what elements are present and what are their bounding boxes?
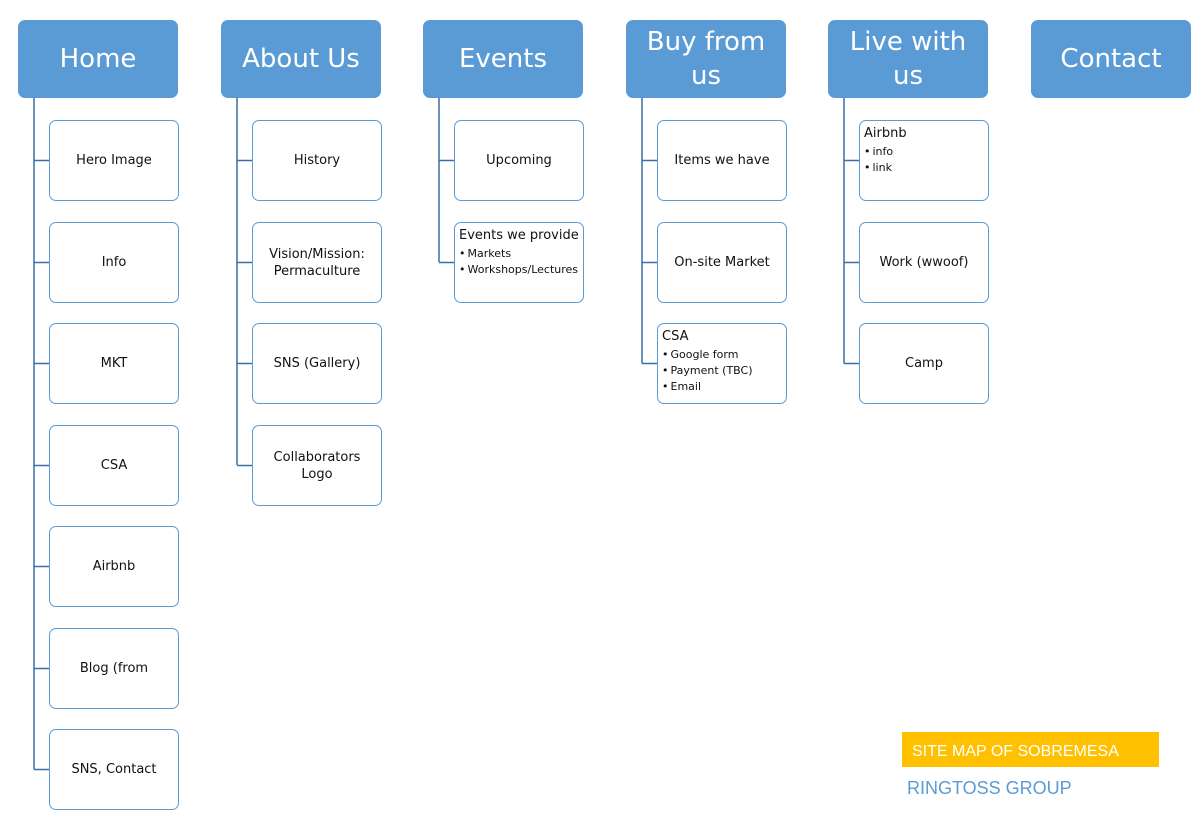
page-history: History — [252, 120, 382, 201]
category-events: Events — [423, 20, 583, 98]
page-airbnb: Airbnb infolink — [859, 120, 989, 201]
category-about-us: About Us — [221, 20, 381, 98]
page-title: CSA — [662, 329, 689, 344]
page-csa: CSA — [49, 425, 179, 506]
page-vision-mission-permaculture: Vision/Mission: Permaculture — [252, 222, 382, 303]
page-mkt: MKT — [49, 323, 179, 404]
bullet-item: link — [864, 160, 984, 176]
bullet-item: Email — [662, 379, 782, 395]
page-events-we-provide: Events we provideMarketsWorkshops/Lectur… — [454, 222, 584, 303]
page-upcoming: Upcoming — [454, 120, 584, 201]
page-bullet-list: Google formPayment (TBC)Email — [662, 347, 782, 395]
site-map-title-banner: SITE MAP OF SOBREMESA — [902, 732, 1159, 767]
page-on-site-market: On-site Market — [657, 222, 787, 303]
page-camp: Camp — [859, 323, 989, 404]
page-collaborators-logo: Collaborators Logo — [252, 425, 382, 506]
page-title: Events we provide — [459, 228, 579, 243]
bullet-item: info — [864, 144, 984, 160]
page-title: Airbnb — [864, 126, 907, 141]
page-blog-from: Blog (from — [49, 628, 179, 709]
page-bullet-list: MarketsWorkshops/Lectures — [459, 246, 579, 278]
category-home: Home — [18, 20, 178, 98]
page-work-wwoof: Work (wwoof) — [859, 222, 989, 303]
category-live-with-us: Live with us — [828, 20, 988, 98]
page-airbnb: Airbnb — [49, 526, 179, 607]
page-bullet-list: infolink — [864, 144, 984, 176]
category-contact: Contact — [1031, 20, 1191, 98]
bullet-item: Markets — [459, 246, 579, 262]
group-name: RINGTOSS GROUP — [907, 778, 1072, 798]
page-sns-contact: SNS, Contact — [49, 729, 179, 810]
page-hero-image: Hero Image — [49, 120, 179, 201]
page-csa: CSA Google formPayment (TBC)Email — [657, 323, 787, 404]
bullet-item: Payment (TBC) — [662, 363, 782, 379]
page-items-we-have: Items we have — [657, 120, 787, 201]
bullet-item: Workshops/Lectures — [459, 262, 579, 278]
page-sns-gallery: SNS (Gallery) — [252, 323, 382, 404]
site-map-title: SITE MAP OF SOBREMESA — [912, 743, 1119, 760]
bullet-item: Google form — [662, 347, 782, 363]
category-buy-from-us: Buy from us — [626, 20, 786, 98]
page-info: Info — [49, 222, 179, 303]
